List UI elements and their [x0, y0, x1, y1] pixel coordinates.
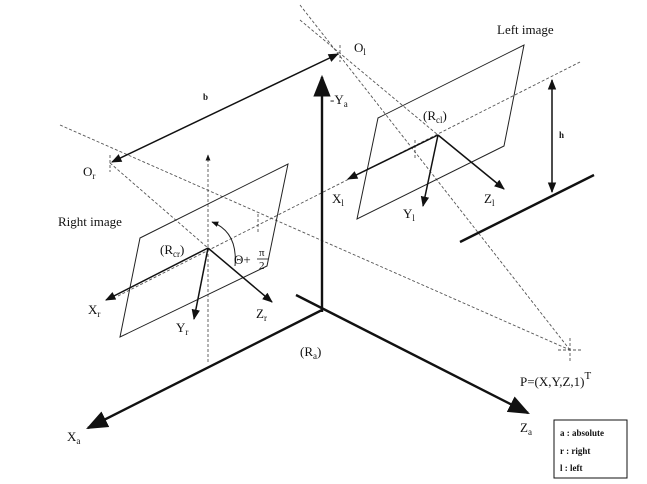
z-r-label: Zr — [256, 306, 267, 323]
z-axis — [295, 293, 530, 415]
intersection-marks — [109, 45, 582, 362]
ray-or-to-rcr — [109, 162, 209, 249]
optical-baseline-dashed — [117, 61, 581, 297]
origin-label: (Ra) — [300, 344, 321, 361]
z-l-axis — [437, 134, 505, 190]
x-axis — [86, 308, 323, 430]
y-l-axis — [420, 134, 439, 208]
legend: a : absolute r : right l : left — [553, 419, 628, 479]
x-axis-label: Xa — [67, 429, 80, 446]
baseline-label: b — [203, 92, 208, 102]
svg-text:Θ+: Θ+ — [234, 252, 251, 267]
right-image-plane — [119, 163, 289, 338]
r-cr-label: (Rcr) — [160, 242, 184, 259]
x-r-label: Xr — [88, 302, 100, 319]
o-right-label: Or — [83, 164, 95, 181]
left-image-plane — [356, 44, 525, 220]
z-l-label: Zl — [484, 191, 495, 208]
ground-line — [459, 173, 595, 244]
z-r-axis — [207, 247, 273, 303]
point-label: P=(X,Y,Z,1)T — [520, 370, 592, 389]
y-r-label: Yr — [176, 320, 188, 337]
o-left-label: Ol — [354, 40, 366, 57]
baseline-arrow — [111, 53, 339, 163]
neg-y-axis-label: -Ya — [330, 92, 348, 109]
angle-label: Θ+ π 2 — [234, 247, 268, 272]
angle-arc — [211, 221, 236, 267]
ray-ol-to-rcl — [299, 19, 439, 136]
r-cl-label: (Rcl) — [423, 108, 447, 125]
x-l-axis — [347, 134, 439, 180]
ray-ol-to-p — [299, 4, 571, 351]
legend-item: r : right — [560, 446, 590, 456]
z-axis-label: Za — [520, 420, 532, 437]
svg-text:2: 2 — [259, 260, 265, 272]
height-label: h — [559, 130, 564, 140]
x-l-label: Xl — [332, 191, 344, 208]
x-r-axis — [105, 247, 209, 301]
ray-or-to-p — [59, 124, 571, 351]
left-image-label: Left image — [497, 22, 554, 37]
legend-item: a : absolute — [560, 428, 604, 438]
y-l-label: Yl — [403, 206, 415, 223]
legend-item: l : left — [560, 463, 583, 473]
y-r-axis — [191, 247, 209, 321]
svg-text:π: π — [259, 247, 265, 259]
right-image-label: Right image — [58, 214, 122, 229]
